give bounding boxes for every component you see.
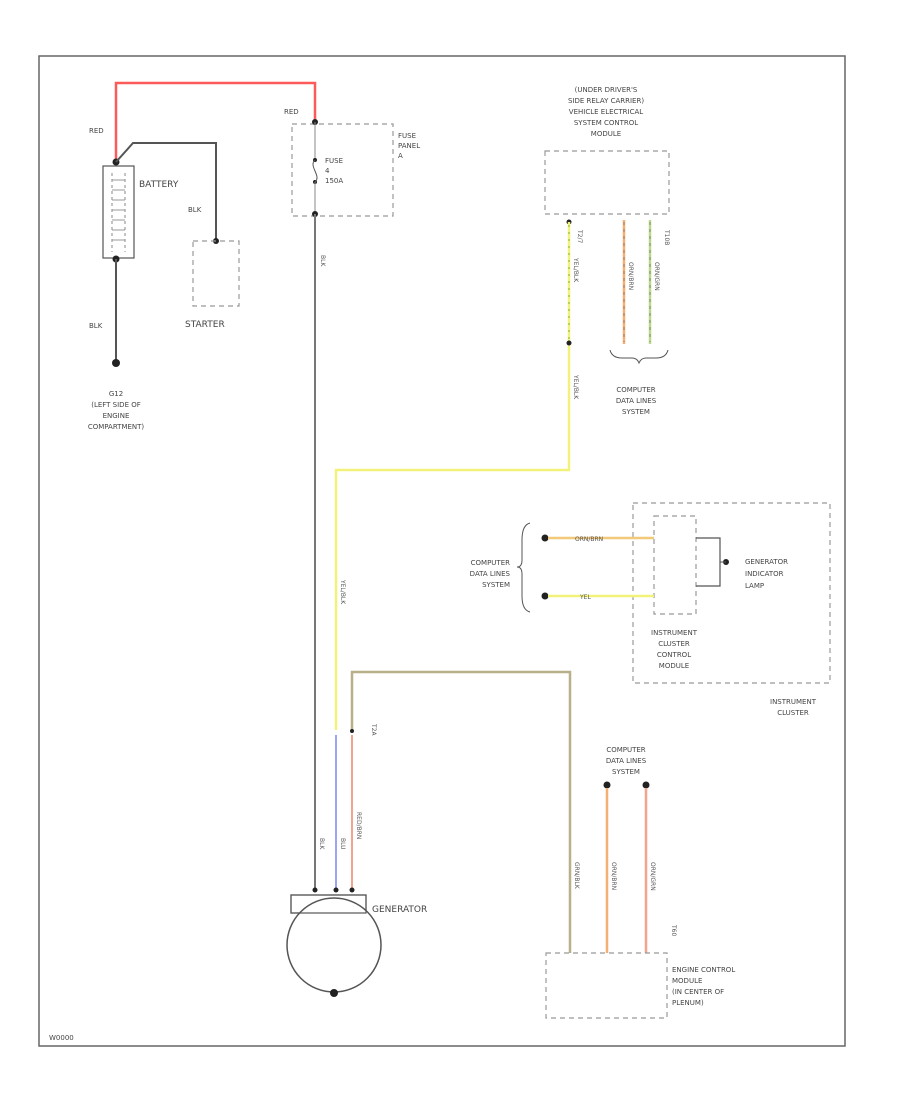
relay-wire-2-label: ORN/BRN <box>627 262 634 290</box>
relay-carrier-label-5: MODULE <box>591 130 621 138</box>
ecm-wire-3-label: ORN/GRN <box>649 862 656 891</box>
fuse-feed-wire-label: RED <box>284 108 299 116</box>
ecm-data-lines-label-3: SYSTEM <box>612 768 640 776</box>
ecm-data-lines-label-2: DATA LINES <box>606 757 647 765</box>
ecm-label-3: (IN CENTER OF <box>672 988 724 996</box>
ecm-label-1: ENGINE CONTROL <box>672 966 735 974</box>
relay-data-lines-label-1: COMPUTER <box>616 386 655 394</box>
fuse-icon <box>312 159 318 183</box>
relay-carrier-label-1: (UNDER DRIVER'S <box>575 86 638 94</box>
instrument-cluster-control-module-box <box>653 515 697 615</box>
relay-data-lines-brace-icon <box>609 349 669 365</box>
fuse-label-2: 4 <box>325 167 330 175</box>
cluster-data-lines-label-2: DATA LINES <box>470 570 511 578</box>
relay-data-lines-label-3: SYSTEM <box>622 408 650 416</box>
ground-label-3: ENGINE <box>103 412 130 420</box>
instrument-cluster-label-1: INSTRUMENT <box>770 698 817 706</box>
instrument-cluster-label-2: CLUSTER <box>777 709 809 717</box>
generator-wire-red-label: RED/BRN <box>355 812 362 839</box>
fuse-panel-box <box>291 123 394 217</box>
relay-carrier-label-3: VEHICLE ELECTRICAL <box>569 108 643 116</box>
cluster-data-terminal-2 <box>541 592 549 600</box>
generator-ground-terminal <box>330 989 338 997</box>
cluster-control-label-1: INSTRUMENT <box>651 629 698 637</box>
cluster-wire-1-label: ORN/BRN <box>575 536 603 543</box>
ecm-data-terminal-2 <box>642 781 650 789</box>
fuse-panel-label-2: PANEL <box>398 142 420 150</box>
generator-label: GENERATOR <box>372 905 427 915</box>
fuse-panel-label-3: A <box>398 152 403 160</box>
relay-carrier-label-4: SYSTEM CONTROL <box>574 119 638 127</box>
generator-terminal-red <box>349 887 355 893</box>
relay-carrier-label-2: SIDE RELAY CARRIER) <box>568 97 644 105</box>
indicator-label-3: LAMP <box>745 582 764 590</box>
ecm-wire-1-label: GRN/BLK <box>573 862 580 890</box>
fuse-out-wire-label: BLK <box>319 255 326 267</box>
generator-connector-top <box>290 894 367 914</box>
battery-label: BATTERY <box>139 180 179 190</box>
generator-wire-blk-label: BLK <box>318 838 325 850</box>
yellow-trunk-wire-label-upper: YEL/BLK <box>572 374 579 400</box>
indicator-lamp-wire <box>696 537 721 587</box>
ecm-data-terminal-1 <box>603 781 611 789</box>
relay-pin-left-label: T2/7 <box>576 229 583 244</box>
ecm-wire-2-label: ORN/BRN <box>610 862 617 890</box>
ground-label-1: G12 <box>109 390 123 398</box>
fuse-label-3: 150A <box>325 177 343 185</box>
starter-wire-label: BLK <box>188 206 202 214</box>
fuse-label-1: FUSE <box>325 157 343 165</box>
cluster-control-label-3: CONTROL <box>657 651 691 659</box>
starter-label: STARTER <box>185 320 225 330</box>
fuse-panel-label-1: FUSE <box>398 132 416 140</box>
relay-wire-1-label: YEL/BLK <box>572 257 579 283</box>
generator-icon <box>286 897 382 993</box>
cluster-data-lines-brace-icon <box>516 522 531 613</box>
indicator-label-1: GENERATOR <box>745 558 788 566</box>
starter-wire <box>115 142 217 241</box>
ground-label-2: (LEFT SIDE OF <box>91 401 141 409</box>
cluster-wire-2-label: YEL <box>579 594 591 601</box>
ecm-data-lines-label-1: COMPUTER <box>606 746 645 754</box>
starter-box <box>192 240 240 307</box>
battery-positive-wire <box>114 81 317 160</box>
figure-id: W0000 <box>49 1034 74 1042</box>
ecm-box <box>545 952 668 1019</box>
relay-to-generator-yellow-wire <box>334 222 571 730</box>
generator-to-ecm-wire <box>350 670 572 953</box>
cluster-data-lines-label-3: SYSTEM <box>482 581 510 589</box>
ground-label-4: COMPARTMENT) <box>88 423 145 431</box>
cluster-data-lines-label-1: COMPUTER <box>471 559 510 567</box>
cluster-data-terminal-1 <box>541 534 549 542</box>
relay-yellow-splice <box>566 340 572 346</box>
battery-symbol <box>102 165 135 259</box>
indicator-label-2: INDICATOR <box>745 570 784 578</box>
relay-wire-3-label: ORN/GRN <box>653 262 660 291</box>
generator-ecm-terminal <box>350 729 354 733</box>
ecm-pin-label: T60 <box>670 924 677 936</box>
battery-positive-wire-label: RED <box>89 127 104 135</box>
relay-data-lines-label-2: DATA LINES <box>616 397 657 405</box>
battery-ground-wire-label: BLK <box>89 322 103 330</box>
yellow-trunk-wire-label-lower: YEL/BLK <box>339 579 346 605</box>
relay-carrier-box <box>544 150 670 215</box>
ecm-label-4: PLENUM) <box>672 999 704 1007</box>
generator-terminal-blu <box>333 887 339 893</box>
cluster-control-label-4: MODULE <box>659 662 689 670</box>
generator-terminal-blk <box>312 887 318 893</box>
diagram-frame <box>38 55 846 1047</box>
generator-pin-label: T2A <box>370 723 377 736</box>
ecm-label-2: MODULE <box>672 977 702 985</box>
relay-pin-right-label: T10B <box>663 229 670 245</box>
cluster-control-label-2: CLUSTER <box>658 640 690 648</box>
ground-point-icon <box>112 359 120 367</box>
generator-wire-blu-label: BLU <box>339 838 346 850</box>
